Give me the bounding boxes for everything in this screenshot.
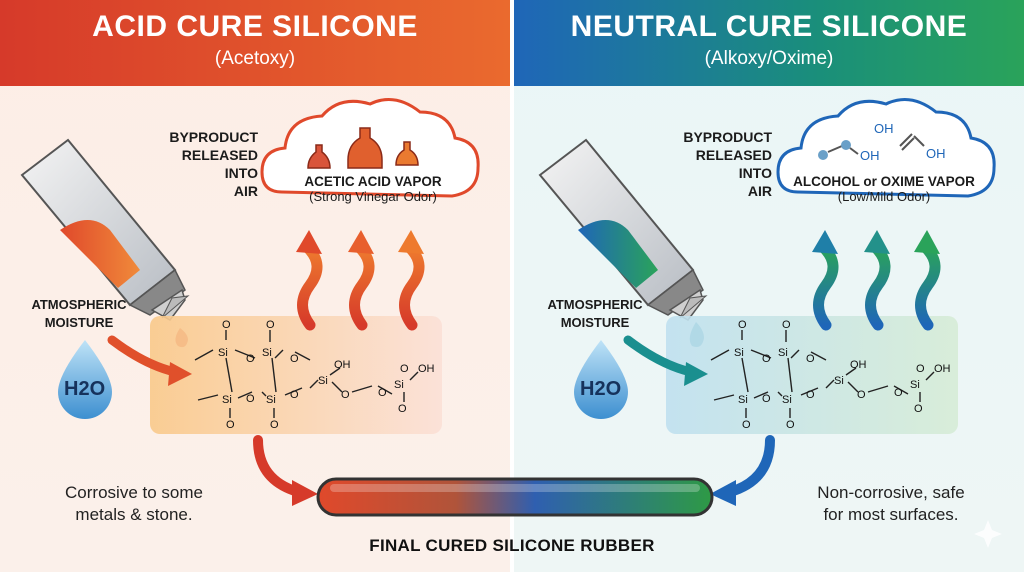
svg-text:O: O (806, 353, 815, 365)
svg-text:O: O (806, 389, 815, 401)
svg-text:OH: OH (934, 363, 951, 375)
neutral-vapor-cloud (776, 98, 996, 198)
cured-rubber-bar (316, 477, 714, 517)
svg-text:Si: Si (910, 379, 920, 391)
neutral-vapor-arrows (813, 242, 941, 331)
svg-text:Si: Si (834, 375, 844, 387)
acid-cloud-subtitle: (Strong Vinegar Odor) (309, 189, 437, 204)
neutral-cloud-title: ALCOHOL or OXIME VAPOR (793, 174, 975, 189)
neutral-moisture-label: ATMOSPHERIC MOISTURE (547, 297, 643, 330)
svg-text:OH: OH (860, 148, 880, 163)
neutral-to-rubber-arrow (725, 435, 775, 497)
svg-text:Si: Si (222, 394, 232, 406)
water-drop-icon-right (574, 340, 628, 419)
neutral-cure-title: NEUTRAL CURE SILICONE (570, 10, 968, 43)
acid-cloud-text: ACETIC ACID VAPOR (Strong Vinegar Odor) (278, 174, 468, 204)
svg-text:Si: Si (218, 347, 228, 359)
acid-cloud-title: ACETIC ACID VAPOR (304, 174, 442, 189)
svg-text:O: O (270, 419, 279, 431)
svg-text:Si: Si (738, 394, 748, 406)
svg-text:O: O (290, 389, 299, 401)
svg-text:O: O (738, 319, 747, 331)
svg-text:O: O (398, 403, 407, 415)
svg-text:OH: OH (418, 363, 435, 375)
acid-reaction-box (150, 316, 442, 434)
svg-text:OH: OH (874, 121, 894, 136)
neutral-siloxane-molecule (710, 330, 935, 418)
svg-text:Si: Si (318, 375, 328, 387)
acid-cure-subtitle: (Acetoxy) (214, 48, 296, 69)
acid-to-rubber-arrow (253, 435, 303, 497)
acid-cure-panel (0, 0, 510, 572)
svg-text:O: O (762, 353, 771, 365)
acid-siloxane-molecule (194, 330, 419, 418)
acid-caulk-tube-icon (20, 138, 190, 348)
acid-cure-header: ACID CURE SILICONE (Acetoxy) (0, 0, 510, 86)
alcohol-molecule-labels: OH OH OH (860, 121, 946, 163)
svg-text:O: O (762, 393, 771, 405)
svg-text:O: O (246, 353, 255, 365)
water-formula-right: H2O (580, 378, 622, 400)
acid-vapor-arrows (297, 242, 425, 331)
svg-text:Si: Si (778, 347, 788, 359)
svg-text:Si: Si (782, 394, 792, 406)
alcohol-molecule-icon (818, 133, 925, 160)
acid-moisture-label: ATMOSPHERIC MOISTURE (31, 297, 127, 330)
svg-text:O: O (742, 419, 751, 431)
neutral-byproduct-label: BYPRODUCT RELEASED INTO AIR (683, 129, 772, 199)
acid-byproduct-label: BYPRODUCT RELEASED INTO AIR (169, 129, 258, 199)
svg-text:Si: Si (734, 347, 744, 359)
sparkle-icon (974, 520, 1002, 548)
svg-text:O: O (857, 389, 866, 401)
neutral-cure-header: NEUTRAL CURE SILICONE (Alkoxy/Oxime) (514, 0, 1024, 86)
svg-text:Si: Si (262, 347, 272, 359)
neutral-cure-subtitle: (Alkoxy/Oxime) (704, 48, 834, 69)
svg-text:O: O (266, 319, 275, 331)
water-drop-icon-left (58, 340, 112, 419)
acid-cure-note: Corrosive to some metals & stone. (65, 483, 203, 524)
neutral-cloud-text: ALCOHOL or OXIME VAPOR (Low/Mild Odor) (784, 174, 984, 204)
svg-text:O: O (782, 319, 791, 331)
vinegar-bottles-icon (307, 127, 419, 169)
svg-text:O: O (378, 387, 387, 399)
svg-text:OH: OH (850, 359, 867, 371)
svg-text:O: O (222, 319, 231, 331)
svg-text:OH: OH (334, 359, 351, 371)
svg-text:Si: Si (394, 379, 404, 391)
svg-text:O: O (341, 389, 350, 401)
final-rubber-label: FINAL CURED SILICONE RUBBER (369, 536, 655, 555)
neutral-cure-panel (514, 0, 1024, 572)
neutral-reaction-box (666, 316, 958, 434)
svg-text:O: O (914, 403, 923, 415)
svg-text:O: O (894, 387, 903, 399)
neutral-cloud-subtitle: (Low/Mild Odor) (837, 189, 931, 204)
svg-text:O: O (226, 419, 235, 431)
svg-text:O: O (786, 419, 795, 431)
svg-text:OH: OH (926, 146, 946, 161)
svg-text:O: O (916, 363, 925, 375)
svg-text:O: O (400, 363, 409, 375)
svg-text:O: O (290, 353, 299, 365)
neutral-cure-note: Non-corrosive, safe for most surfaces. (817, 483, 965, 524)
svg-text:Si: Si (266, 394, 276, 406)
svg-text:O: O (246, 393, 255, 405)
panel-divider (510, 0, 514, 572)
acid-cure-title: ACID CURE SILICONE (92, 10, 418, 43)
water-formula-left: H2O (64, 378, 106, 400)
